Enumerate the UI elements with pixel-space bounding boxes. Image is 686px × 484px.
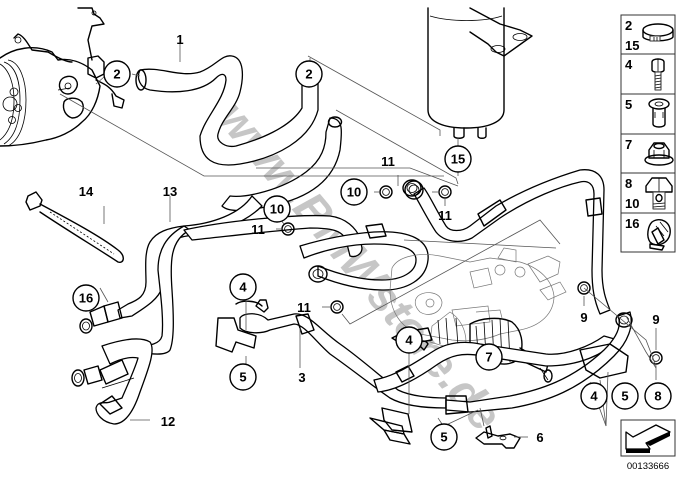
part-label[interactable]: 13 [163,184,177,199]
callout-number: 10 [347,185,361,200]
callout[interactable]: 4 [580,382,608,410]
legend-cell-clip[interactable]: 16 [620,212,676,253]
legend-cell-hose-clamp[interactable]: 2 15 [620,14,676,55]
callout[interactable]: 10 [263,195,291,223]
hose-assembly-12 [71,225,191,425]
legend-number: 4 [625,57,633,72]
callout-number: 8 [654,389,661,404]
part-label[interactable]: 1 [176,32,183,47]
callout[interactable]: 15 [444,145,472,173]
parts-legend: 2 15 4 5 [620,14,676,253]
collar-screw-icon [648,98,670,128]
legend-number: 2 [625,18,632,33]
callout-number: 7 [485,350,492,365]
flange-nut-icon [644,142,674,166]
part-label[interactable]: 11 [381,154,395,169]
legend-number: 15 [625,38,639,53]
fluid-reservoir [427,7,533,139]
legend-cell-bolt[interactable]: 4 [620,53,676,95]
banjo-eye [404,180,424,200]
legend-cell-collar-screw[interactable]: 5 [620,93,676,135]
seal-ring [379,185,393,199]
callout[interactable]: 16 [72,284,100,312]
part-label[interactable]: 12 [161,414,175,429]
part-label[interactable]: 3 [298,370,305,385]
cable-strap-14 [25,191,124,263]
part-label[interactable]: 6 [536,430,543,445]
legend-number: 5 [625,97,632,112]
callout[interactable]: 7 [475,343,503,371]
diagram-id-number: 00133666 [627,461,669,472]
callout[interactable]: 10 [340,178,368,206]
callout-number: 5 [440,430,447,445]
part-label[interactable]: 11 [251,222,265,237]
power-steering-pump [0,7,125,147]
leader-lines [59,42,657,438]
return-line-upper [402,169,611,315]
callout-number: 4 [405,333,413,348]
callout-number: 5 [621,389,628,404]
legend-number: 8 [625,176,632,191]
part-label[interactable]: 14 [79,184,94,199]
feed-line [183,214,429,291]
part-label[interactable]: 9 [652,312,659,327]
callout-number: 4 [590,389,598,404]
banjo-bolt-icon [645,177,673,210]
part-label[interactable]: 11 [438,208,452,223]
callout-number: 4 [239,280,247,295]
plain-labels: 1 11 11 11 11 13 14 3 12 6 9 9 [79,32,660,445]
seal-ring [438,185,452,199]
callout[interactable]: 5 [611,382,639,410]
seal-ring [577,281,591,295]
hose-clamp-icon [642,23,674,42]
seal-ring [649,351,663,365]
callout[interactable]: 2 [295,60,323,88]
callout[interactable]: 4 [395,326,423,354]
back-arrow-button[interactable] [620,419,676,457]
legend-number: 10 [625,196,639,211]
callout-number: 10 [270,202,284,217]
legend-cell-flange-nut[interactable]: 7 [620,133,676,174]
callout-number: 15 [451,152,465,167]
part-label[interactable]: 9 [580,310,587,325]
clip-icon [647,218,671,251]
callout[interactable]: 8 [644,382,672,410]
callout[interactable]: 2 [103,60,131,88]
callout-number: 16 [79,291,93,306]
callout-number: 2 [113,67,120,82]
callout[interactable]: 4 [229,273,257,301]
legend-cell-banjo-bolt[interactable]: 8 10 [620,172,676,214]
callout[interactable]: 5 [229,363,257,391]
seal-ring [330,300,344,314]
part-label[interactable]: 11 [297,300,311,315]
callout-number: 2 [305,67,312,82]
hex-bolt-icon [651,58,665,91]
legend-number: 16 [625,216,639,231]
callout[interactable]: 5 [430,423,458,451]
legend-number: 7 [625,137,632,152]
back-arrow-icon [625,424,671,453]
callout-number: 5 [239,370,246,385]
